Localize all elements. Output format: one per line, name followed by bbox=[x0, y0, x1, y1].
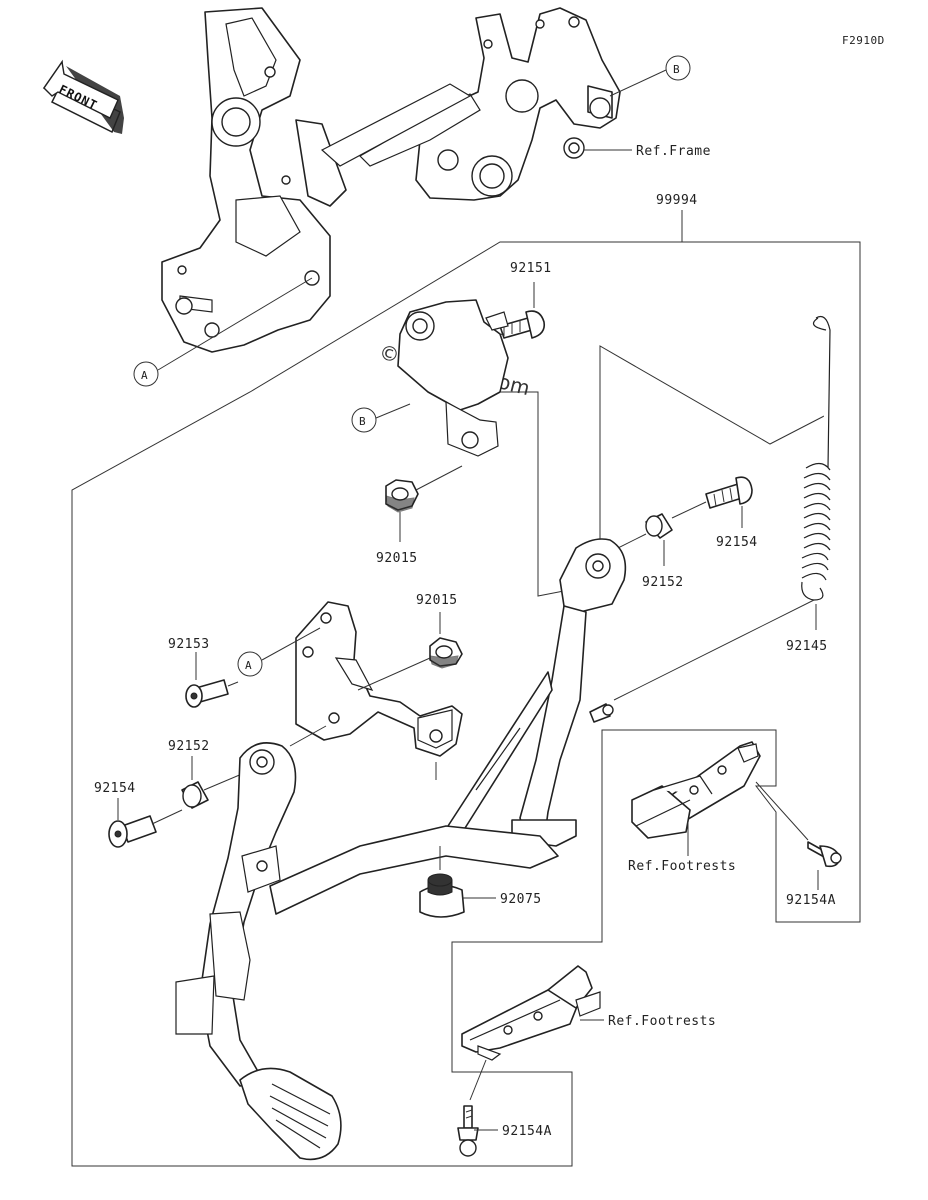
figure-code: F2910D bbox=[842, 34, 885, 47]
nut-92015-top bbox=[385, 479, 419, 513]
kit-outline bbox=[71, 210, 861, 1167]
ref-frame-label: Ref.Frame bbox=[636, 144, 711, 159]
bolt-92154a-right bbox=[807, 841, 842, 868]
callout-b-top-letter: B bbox=[673, 63, 680, 76]
bolt-92151 bbox=[499, 310, 546, 339]
mounting-plate bbox=[295, 601, 463, 757]
callout-a-top-letter: A bbox=[141, 369, 148, 382]
callout-b-mid: B bbox=[351, 403, 411, 433]
part-92154a-bottom-label: 92154A bbox=[502, 1124, 552, 1139]
part-92153-label: 92153 bbox=[168, 637, 210, 652]
front-arrow-icon: FRONT bbox=[42, 59, 124, 134]
part-92154-left-label: 92154 bbox=[94, 781, 136, 796]
center-stand bbox=[175, 538, 627, 1161]
ref-footrests-upper-label: Ref.Footrests bbox=[628, 859, 736, 874]
bolt-92154-right bbox=[705, 476, 753, 509]
part-92015-top-label: 92015 bbox=[376, 551, 418, 566]
part-92015-mid-label: 92015 bbox=[416, 593, 458, 608]
part-92152-left-label: 92152 bbox=[168, 739, 210, 754]
callout-a-top: A bbox=[133, 277, 313, 387]
callout-b-top: B bbox=[609, 55, 691, 97]
footrest-lower bbox=[461, 965, 601, 1061]
bolt-92154-left bbox=[108, 815, 157, 848]
frame-drawing bbox=[161, 7, 621, 353]
part-92151-label: 92151 bbox=[510, 261, 552, 276]
ref-frame-label-group: Ref.Frame bbox=[584, 144, 711, 159]
footrest-upper bbox=[631, 741, 761, 839]
upper-bracket bbox=[397, 299, 509, 457]
callout-a-mid: A bbox=[237, 651, 263, 677]
callout-b-mid-letter: B bbox=[359, 415, 366, 428]
kit-part-number: 99994 bbox=[656, 193, 698, 208]
callout-a-mid-letter: A bbox=[245, 659, 252, 672]
ref-footrests-lower-label: Ref.Footrests bbox=[608, 1014, 716, 1029]
nut-92015-mid bbox=[429, 637, 463, 669]
part-92075-label: 92075 bbox=[500, 892, 542, 907]
rubber-stop-92075 bbox=[419, 873, 465, 918]
part-92152-right-label: 92152 bbox=[642, 575, 684, 590]
bolt-92153 bbox=[185, 679, 229, 708]
part-92154-right-label: 92154 bbox=[716, 535, 758, 550]
part-92145-label: 92145 bbox=[786, 639, 828, 654]
spring-92145 bbox=[801, 315, 831, 601]
part-92154a-right-label: 92154A bbox=[786, 893, 836, 908]
collar-92152-right bbox=[645, 513, 673, 539]
collar-92152-left bbox=[181, 781, 209, 809]
bolt-92154a-bottom bbox=[457, 1105, 479, 1157]
